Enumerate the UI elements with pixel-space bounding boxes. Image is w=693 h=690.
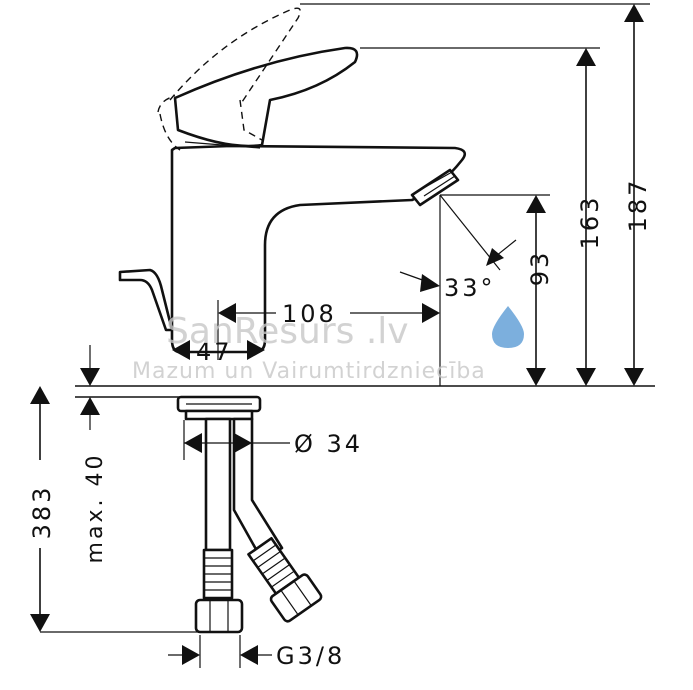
dimension-383-label: 383 [28,485,56,540]
dimension-diameter-label: Ø 34 [294,430,363,458]
extension-lines [40,3,650,668]
dimension-93-label: 93 [526,250,554,287]
dimension-108: 108 [218,300,440,328]
right-hose-fitting [247,536,323,623]
dimension-max-40-label: max. 40 [83,453,108,564]
dimension-g38-label: G3/8 [276,642,345,670]
dimension-163: 163 [576,48,604,386]
left-hose-fitting [194,548,244,634]
dimension-diameter-34: Ø 34 [184,430,363,458]
faucet-body [118,7,467,354]
dimension-108-label: 108 [282,300,337,328]
watermark-slogan: Mazum un Vairumtirdzniecība [132,359,486,384]
dimension-93: 93 [526,195,554,386]
dimension-383: 383 [28,386,56,632]
water-drop-icon [492,306,524,348]
dimension-angle-33: 33° [399,239,517,302]
watermark-brand: SanResurs .lv [166,311,409,352]
dimension-47-label: 47 [196,338,233,366]
dimension-187-label: 187 [624,178,652,233]
dimension-163-label: 163 [576,195,604,250]
dimension-47: 47 [172,338,265,366]
watermark: SanResurs .lv Mazum un Vairumtirdzniecīb… [132,306,524,384]
dimension-max-40: max. 40 [80,345,108,563]
angle-label: 33° [444,274,496,302]
faucet-base [176,395,323,634]
dimension-187: 187 [624,4,652,386]
dimension-g38: G3/8 [168,642,345,670]
